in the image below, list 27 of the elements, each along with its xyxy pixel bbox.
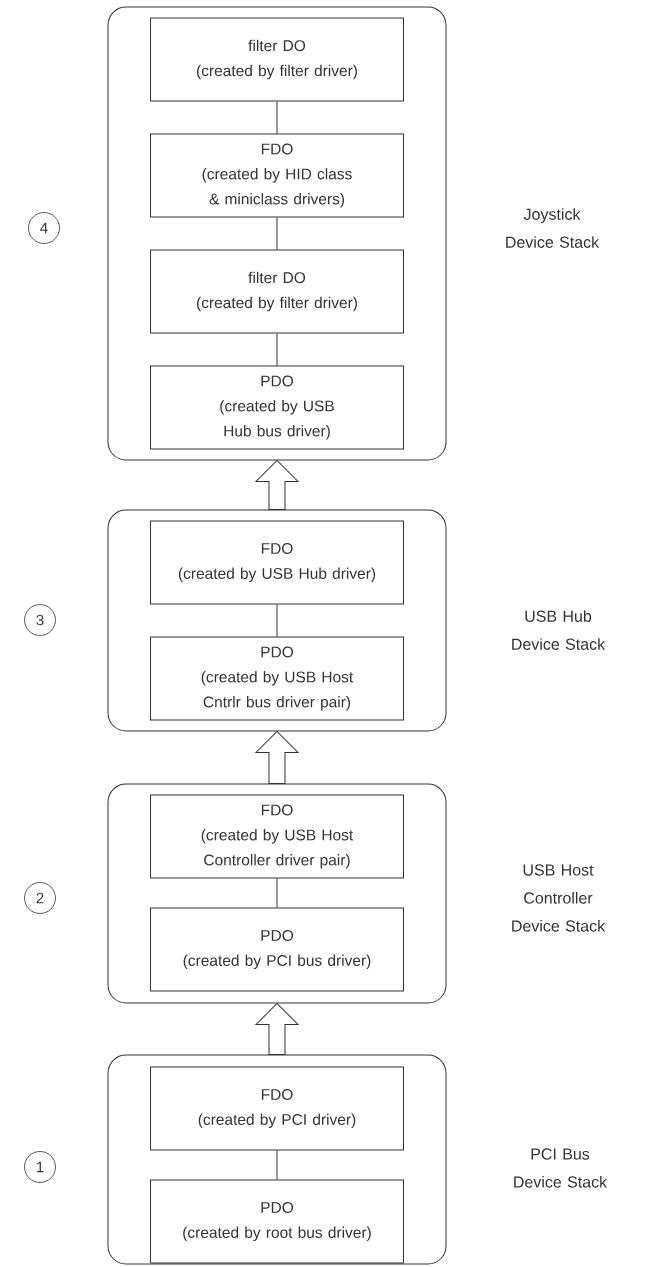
device-object-box: FDO (created by PCI driver) [150,1066,404,1151]
device-object-box: FDO (created by USB Hub driver) [150,520,404,605]
device-object-box: FDO (created by HID class & miniclass drivers) [150,133,404,218]
connector-line [276,217,278,250]
stack-label: USB Host Controller Device Stack [512,864,606,932]
stack-label: Joystick Device Stack [506,208,600,248]
device-object-box: filter DO (created by filter driver) [150,17,404,102]
connector-line [276,333,278,366]
device-object-box: PDO (created by USB Hub bus driver) [150,365,404,450]
device-object-box: PDO (created by root bus driver) [150,1179,404,1264]
block-arrow [255,460,299,510]
connector-line [276,101,278,134]
stack-label: PCI Bus Device Stack [514,1148,608,1188]
step-number: 1 [24,1151,56,1183]
device-object-box: PDO (created by USB Host Cntrlr bus driver pair) [150,636,404,721]
device-object-box: PDO (created by PCI bus driver) [150,907,404,992]
step-number: 4 [28,212,60,244]
block-arrow [255,1003,299,1055]
connector-line [276,1150,278,1180]
block-arrow [255,731,299,784]
device-object-box: filter DO (created by filter driver) [150,249,404,334]
step-number: 2 [24,882,56,914]
connector-line [276,604,278,637]
device-object-box: FDO (created by USB Host Controller driver pair) [150,794,404,879]
connector-line [276,878,278,908]
step-number: 3 [24,604,56,636]
stack-label: USB Hub Device Stack [512,610,606,650]
